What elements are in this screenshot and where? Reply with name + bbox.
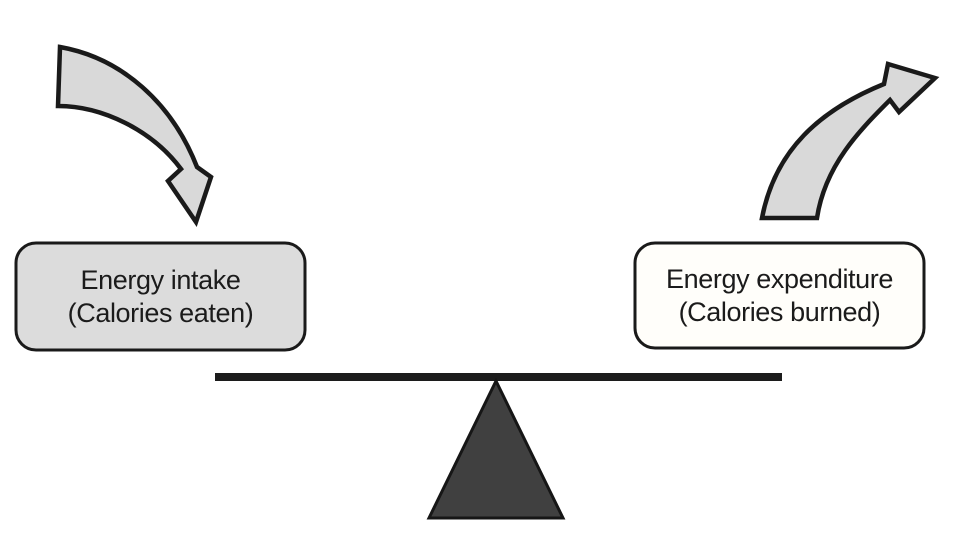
balance-beam — [215, 373, 782, 381]
energy-intake-box — [14, 241, 307, 352]
curved-arrow-down-icon — [55, 44, 214, 228]
energy-expenditure-box — [633, 241, 926, 350]
fulcrum-triangle — [426, 377, 566, 520]
curved-arrow-up-right-icon — [759, 61, 940, 221]
